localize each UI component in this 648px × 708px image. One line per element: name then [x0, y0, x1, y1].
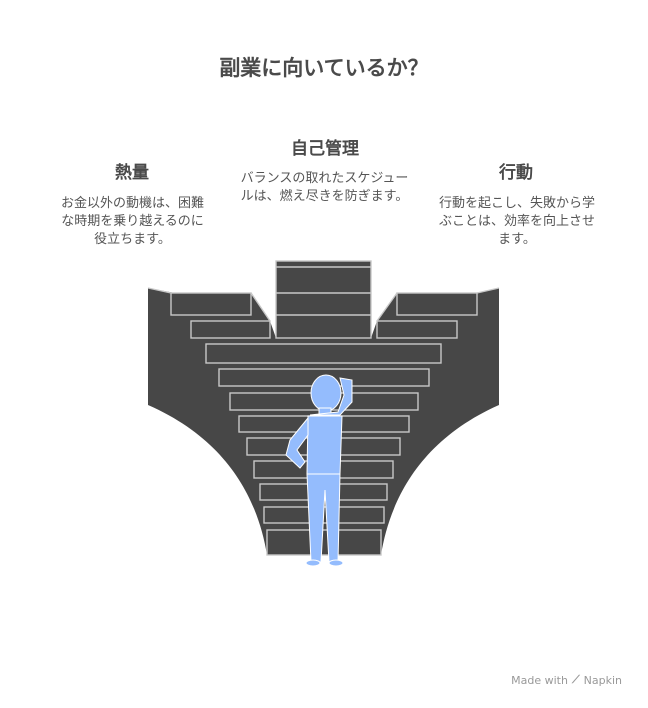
footer-attribution: Made with ⟋ Napkin: [511, 673, 622, 687]
heading-action: 行動: [499, 163, 533, 183]
person-torso: [309, 377, 353, 416]
page-title: 副業に向いているか？: [219, 56, 429, 80]
person-head: [310, 374, 342, 412]
description-self-management: バランスの取れたスケジュールは、燃え尽きを防ぎます。: [240, 171, 409, 204]
brand-label: Napkin: [583, 673, 622, 687]
description-action: 行動を起こし、失敗から学ぶことは、効率を向上させます。: [438, 196, 595, 247]
description-passion: お金以外の動機は、困難な時期を乗り越えるのに役立ちます。: [60, 196, 204, 247]
made-with-label: Made with: [511, 673, 568, 687]
napkin-logo-icon: ⟋: [571, 673, 580, 686]
heading-passion: 熱量: [115, 163, 149, 183]
heading-self-management: 自己管理: [291, 139, 359, 159]
person-figure: [285, 374, 353, 567]
